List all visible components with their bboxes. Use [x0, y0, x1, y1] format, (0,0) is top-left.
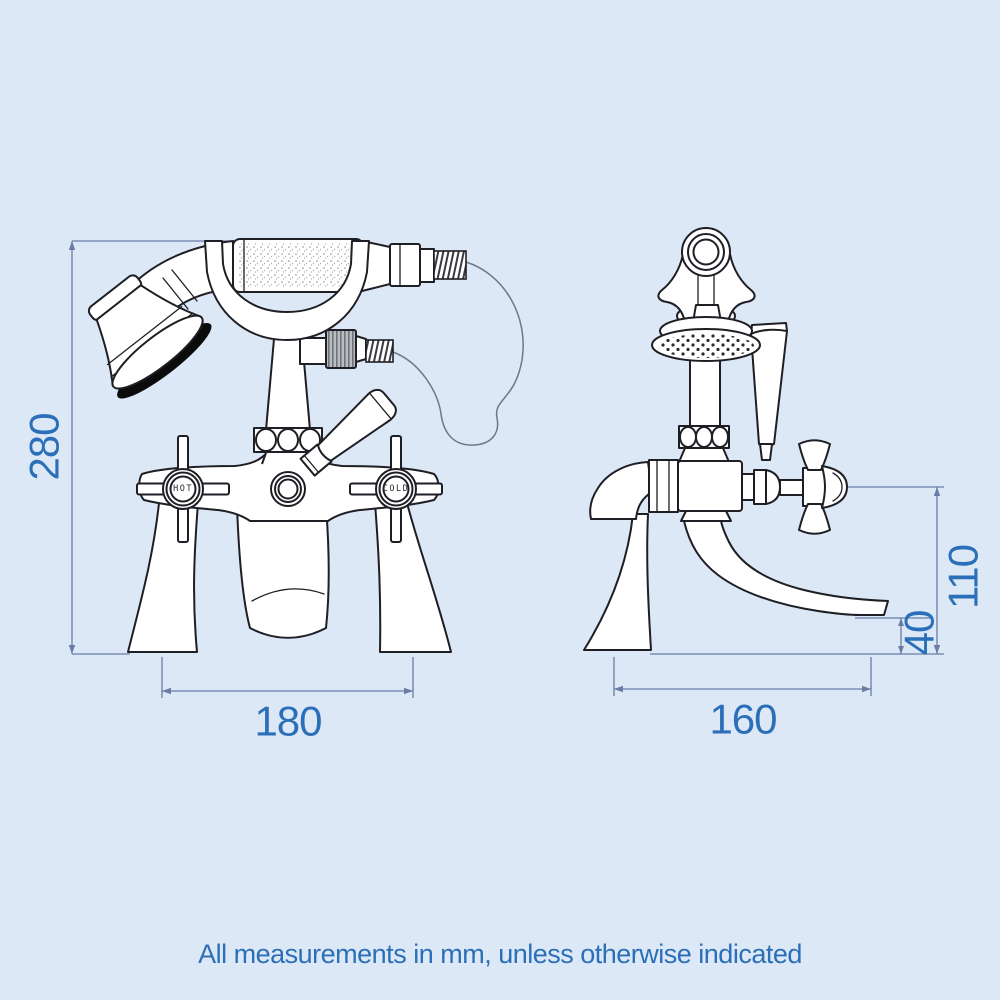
spray-holes [658, 334, 754, 358]
cap-detail [832, 472, 843, 502]
cold-label: COLD [383, 484, 409, 494]
connector-step [419, 248, 435, 283]
side-decorative-nut [678, 425, 730, 449]
arrowhead [68, 645, 76, 654]
arrowhead [404, 687, 413, 695]
arrowhead [162, 687, 171, 695]
side-handle-top-arm [798, 439, 831, 471]
outlet-hose-tail [365, 339, 394, 363]
nut-bead [277, 428, 299, 452]
spindle-stem [779, 479, 805, 496]
dimension-lines [68, 240, 944, 698]
side-handle-cap [821, 465, 848, 509]
dim-280-label: 280 [21, 413, 68, 480]
side-leg [583, 513, 652, 651]
dim-40-label: 40 [896, 611, 943, 656]
cold-hub [375, 468, 417, 510]
grip-texture [237, 243, 359, 288]
outlet-knurled-nut [325, 329, 357, 369]
riser-pipe [689, 355, 721, 427]
dimension-labels: 280 180 110 40 160 [21, 413, 987, 744]
lever-handle [317, 388, 397, 462]
dim-110-label: 110 [940, 545, 987, 609]
boss-ring [274, 475, 302, 503]
side-handle-hub [802, 467, 826, 507]
side-body [677, 460, 743, 512]
boss-inner [277, 478, 299, 500]
arrowhead [862, 685, 871, 693]
cradle-ring-band [687, 233, 725, 271]
shower-hose [392, 261, 524, 446]
cradle-ring-hole [692, 238, 720, 266]
dim-160-label: 160 [709, 696, 776, 743]
arrowhead [68, 241, 76, 250]
lever-cap-line [369, 392, 392, 420]
front-spout [236, 505, 330, 639]
nut-bead [255, 428, 277, 452]
hot-label: HOT [173, 484, 193, 494]
body-flange [680, 510, 732, 522]
front-right-leg [374, 502, 452, 653]
side-handset-neck [759, 443, 773, 461]
arrowhead [933, 645, 941, 654]
cold-hub-ring [378, 471, 414, 507]
arrowhead [933, 487, 941, 496]
hot-hub-ring [165, 471, 201, 507]
arrowhead [898, 646, 904, 654]
fork-slot [697, 275, 715, 306]
outlet-cone [355, 335, 367, 363]
side-handle-bottom-arm [798, 503, 831, 535]
measurements-note: All measurements in mm, unless otherwise… [198, 939, 802, 969]
dim-180-label: 180 [254, 698, 321, 745]
side-spout [683, 520, 889, 616]
supply-elbow [589, 461, 653, 520]
connector-collar [389, 243, 421, 287]
arrowhead [614, 685, 623, 693]
cold-indice [382, 475, 410, 503]
riser-fill [690, 356, 720, 426]
front-spout-mouth [251, 588, 325, 602]
front-view: HOT COLD [87, 238, 524, 653]
nut-flare [678, 447, 730, 463]
boss-outer [270, 471, 306, 507]
neck-collar [162, 269, 198, 310]
hot-hub [162, 468, 204, 510]
hot-handle: HOT [136, 435, 230, 543]
union-nut [648, 459, 679, 513]
side-view [583, 227, 889, 651]
handset-head [87, 274, 212, 399]
hot-indice [169, 475, 197, 503]
arrowhead [898, 618, 904, 626]
connector-hose-tail [433, 250, 467, 280]
cold-handle: COLD [349, 435, 443, 543]
lever-collar-line [303, 454, 320, 474]
head-face [111, 314, 204, 390]
spindle-bell [765, 469, 781, 505]
spindle-step [753, 469, 767, 505]
cradle-yoke [204, 240, 370, 341]
spindle-washer [741, 473, 755, 501]
diverter-lever [299, 388, 397, 477]
union-facets [656, 460, 670, 512]
cradle-fork [657, 247, 756, 323]
